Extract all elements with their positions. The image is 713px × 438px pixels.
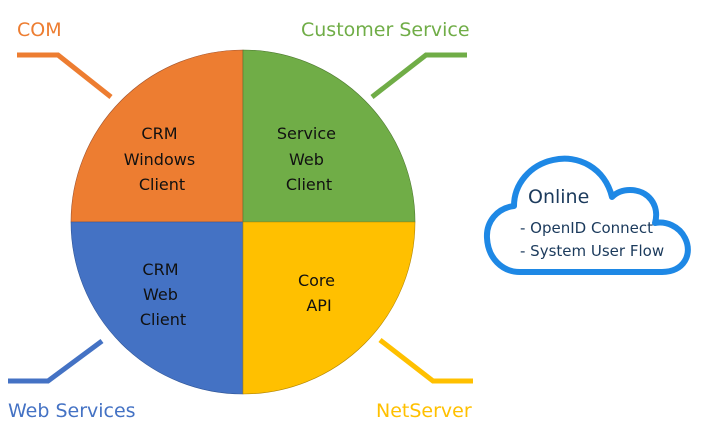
group-label-netserver: NetServer (376, 400, 472, 422)
quadrant-crm-web-client (70, 221, 244, 395)
label-line: API (306, 296, 331, 315)
leader-line-customer-service (370, 52, 467, 99)
group-label-com: COM (17, 19, 62, 41)
quadrant-label-crm-windows-client: CRM Windows Client (124, 124, 201, 194)
cloud-icon (483, 155, 691, 275)
cloud-item-openid-connect: - OpenID Connect (520, 219, 653, 237)
leader-line-com (17, 52, 113, 99)
quadrant-crm-windows-client (70, 49, 244, 223)
cloud-title: Online (528, 186, 589, 208)
label-line: CRM (141, 124, 177, 143)
circle (70, 49, 416, 395)
group-label-web-services: Web Services (8, 400, 136, 422)
quadrant-label-service-web-client: Service Web Client (277, 124, 341, 194)
label-line: CRM (142, 260, 178, 279)
label-line: Web (143, 285, 178, 304)
quadrant-service-web-client (242, 49, 416, 223)
quadrant-label-crm-web-client: CRM Web Client (140, 260, 186, 329)
label-line: Client (139, 175, 185, 194)
quadrant-label-core-api: Core API (298, 271, 340, 315)
quadrant-core-api (242, 221, 416, 395)
label-line: Web (289, 150, 324, 169)
label-line: Service (277, 124, 336, 143)
leader-line-netserver (378, 338, 473, 384)
group-label-customer-service: Customer Service (301, 19, 470, 41)
leader-line-web-services (8, 338, 104, 384)
cloud-item-system-user-flow: - System User Flow (520, 242, 664, 260)
label-line: Windows (124, 150, 195, 169)
cloud: Online - OpenID Connect - System User Fl… (483, 155, 691, 275)
label-line: Client (140, 310, 186, 329)
label-line: Client (286, 175, 332, 194)
label-line: Core (298, 271, 335, 290)
